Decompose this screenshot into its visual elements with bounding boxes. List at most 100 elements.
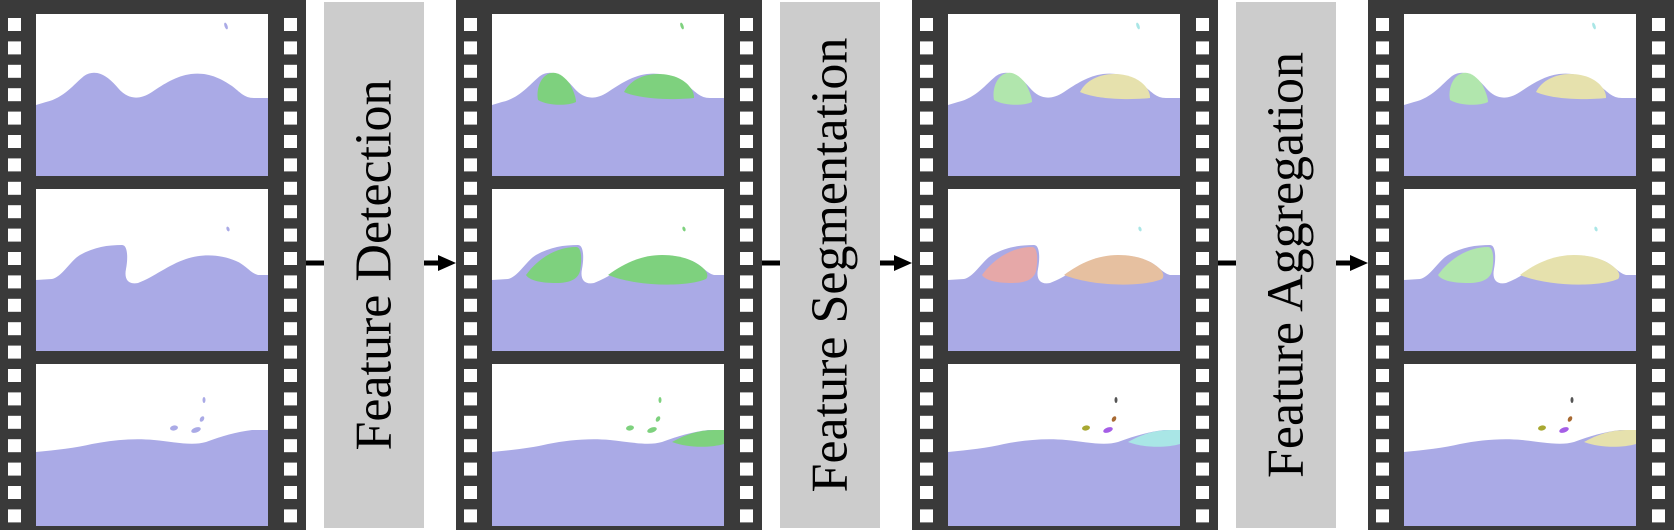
sprocket-hole bbox=[464, 415, 477, 429]
fluid-surface bbox=[1404, 430, 1636, 526]
film-frame bbox=[492, 189, 724, 351]
sprocket-hole bbox=[920, 111, 933, 125]
droplet bbox=[224, 22, 228, 30]
sprocket-hole bbox=[8, 18, 21, 31]
sprocket-hole bbox=[1652, 322, 1665, 336]
film-frame bbox=[948, 364, 1180, 526]
sprocket-hole bbox=[1196, 439, 1209, 453]
sprocket-hole bbox=[284, 252, 297, 265]
sprocket-hole bbox=[1196, 462, 1209, 476]
film-frame bbox=[36, 364, 268, 526]
film-strip-segmented-features bbox=[912, 0, 1218, 530]
sprocket-hole bbox=[920, 252, 933, 265]
sprocket-hole bbox=[920, 322, 933, 336]
sprocket-hole bbox=[284, 275, 297, 289]
sprocket-hole bbox=[8, 298, 21, 312]
sprocket-hole bbox=[284, 369, 297, 382]
feature-region bbox=[672, 430, 724, 447]
feature-region bbox=[982, 247, 1038, 283]
feature-region bbox=[526, 247, 582, 283]
sprocket-hole bbox=[1376, 509, 1389, 523]
sprocket-hole bbox=[1196, 486, 1209, 499]
sprocket-hole bbox=[8, 135, 21, 148]
sprocket-hole bbox=[1652, 462, 1665, 476]
sprocket-hole bbox=[920, 486, 933, 499]
droplet bbox=[1538, 425, 1546, 431]
sprocket-hole bbox=[1196, 111, 1209, 125]
sprocket-hole bbox=[740, 462, 753, 476]
sprocket-hole bbox=[1376, 462, 1389, 476]
sprocket-hole bbox=[284, 228, 297, 242]
film-frame bbox=[948, 189, 1180, 351]
sprocket-hole bbox=[1196, 158, 1209, 172]
fluid-surface bbox=[948, 430, 1180, 526]
stage-label-3: Feature Aggregation bbox=[1258, 52, 1315, 478]
sprocket-hole bbox=[8, 158, 21, 172]
sprocket-hole bbox=[920, 345, 933, 359]
sprocket-hole bbox=[8, 369, 21, 382]
sprocket-hole bbox=[740, 486, 753, 499]
sprocket-hole bbox=[464, 252, 477, 265]
sprocket-hole bbox=[284, 486, 297, 499]
film-frame bbox=[36, 189, 268, 351]
sprocket-hole bbox=[1652, 392, 1665, 406]
sprocket-hole bbox=[464, 298, 477, 312]
droplet bbox=[1559, 427, 1569, 433]
sprocket-hole bbox=[464, 392, 477, 406]
film-frame bbox=[948, 14, 1180, 176]
sprocket-hole bbox=[8, 111, 21, 125]
sprocket-hole bbox=[1652, 298, 1665, 312]
sprocket-hole bbox=[464, 275, 477, 289]
sprocket-hole bbox=[920, 158, 933, 172]
sprocket-hole bbox=[464, 135, 477, 148]
film-strip-aggregated-features bbox=[1368, 0, 1674, 530]
stage-label-box bbox=[780, 2, 880, 528]
stage-label-1: Feature Detection bbox=[346, 79, 403, 450]
sprocket-hole bbox=[284, 322, 297, 336]
droplet bbox=[1082, 425, 1090, 431]
sprocket-hole bbox=[740, 41, 753, 55]
droplet bbox=[1114, 397, 1118, 403]
sprocket-hole bbox=[1652, 111, 1665, 125]
sprocket-hole bbox=[920, 135, 933, 148]
sprocket-hole bbox=[920, 392, 933, 406]
sprocket-hole bbox=[1196, 298, 1209, 312]
sprocket-hole bbox=[740, 64, 753, 78]
sprocket-hole bbox=[1652, 509, 1665, 523]
arrow-head-icon bbox=[1350, 255, 1368, 271]
sprocket-hole bbox=[1652, 439, 1665, 453]
sprocket-hole bbox=[464, 64, 477, 78]
sprocket-hole bbox=[464, 111, 477, 125]
sprocket-hole bbox=[1652, 415, 1665, 429]
sprocket-hole bbox=[740, 322, 753, 336]
feature-region bbox=[1128, 430, 1180, 447]
sprocket-hole bbox=[1196, 252, 1209, 265]
sprocket-hole bbox=[1376, 88, 1389, 102]
sprocket-hole bbox=[1376, 392, 1389, 406]
sprocket-hole bbox=[284, 181, 297, 195]
sprocket-hole bbox=[284, 462, 297, 476]
sprocket-hole bbox=[8, 392, 21, 406]
sprocket-hole bbox=[464, 88, 477, 102]
droplet bbox=[170, 425, 178, 431]
droplet bbox=[1567, 416, 1573, 422]
feature-region bbox=[1449, 72, 1488, 105]
stage-label-box bbox=[1236, 2, 1336, 528]
sprocket-hole bbox=[740, 111, 753, 125]
feature-region bbox=[1584, 430, 1636, 447]
sprocket-hole bbox=[1196, 345, 1209, 359]
film-strip-input-frames bbox=[0, 0, 306, 530]
sprocket-hole bbox=[1376, 275, 1389, 289]
sprocket-hole bbox=[740, 135, 753, 148]
sprocket-hole bbox=[1652, 228, 1665, 242]
sprocket-hole bbox=[1652, 88, 1665, 102]
sprocket-hole bbox=[740, 439, 753, 453]
droplet bbox=[658, 397, 662, 403]
sprocket-hole bbox=[284, 509, 297, 523]
sprocket-hole bbox=[740, 392, 753, 406]
sprocket-hole bbox=[464, 322, 477, 336]
sprocket-hole bbox=[8, 88, 21, 102]
sprocket-hole bbox=[1652, 345, 1665, 359]
sprocket-hole bbox=[284, 392, 297, 406]
